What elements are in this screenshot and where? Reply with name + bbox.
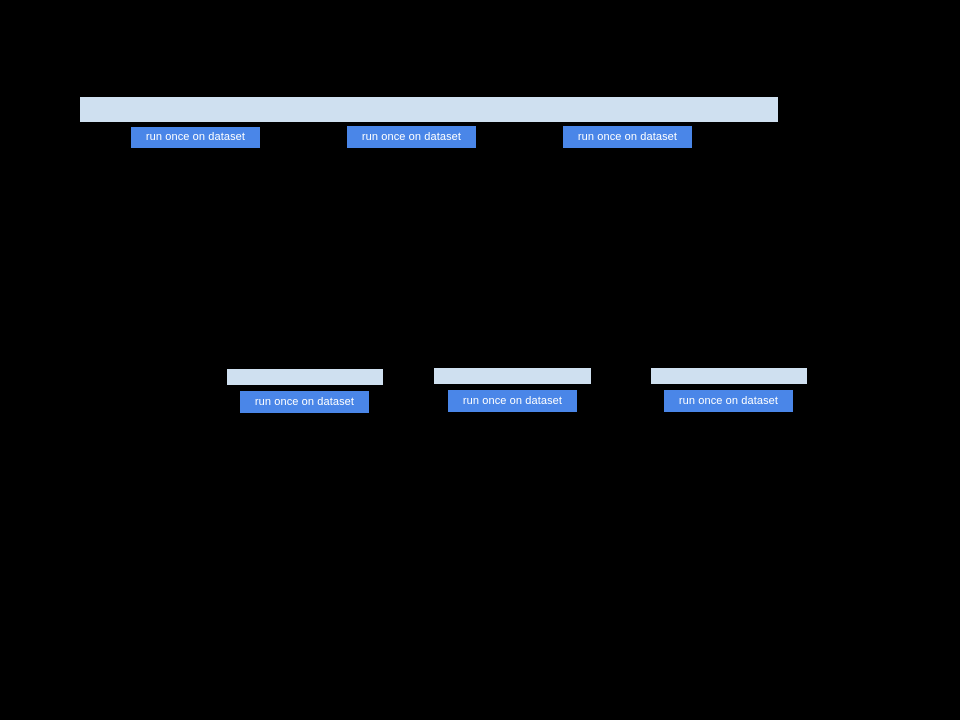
run-once-on-dataset-button-5[interactable]: run once on dataset [448,390,577,412]
run-once-on-dataset-button-2[interactable]: run once on dataset [347,126,476,148]
lower-bar-2 [434,368,591,384]
run-once-on-dataset-button-4[interactable]: run once on dataset [240,391,369,413]
run-once-on-dataset-button-3[interactable]: run once on dataset [563,126,692,148]
top-banner-bar [80,97,778,122]
lower-bar-3 [651,368,807,384]
lower-bar-1 [227,369,383,385]
run-once-on-dataset-button-6[interactable]: run once on dataset [664,390,793,412]
run-once-on-dataset-button-1[interactable]: run once on dataset [131,127,260,148]
